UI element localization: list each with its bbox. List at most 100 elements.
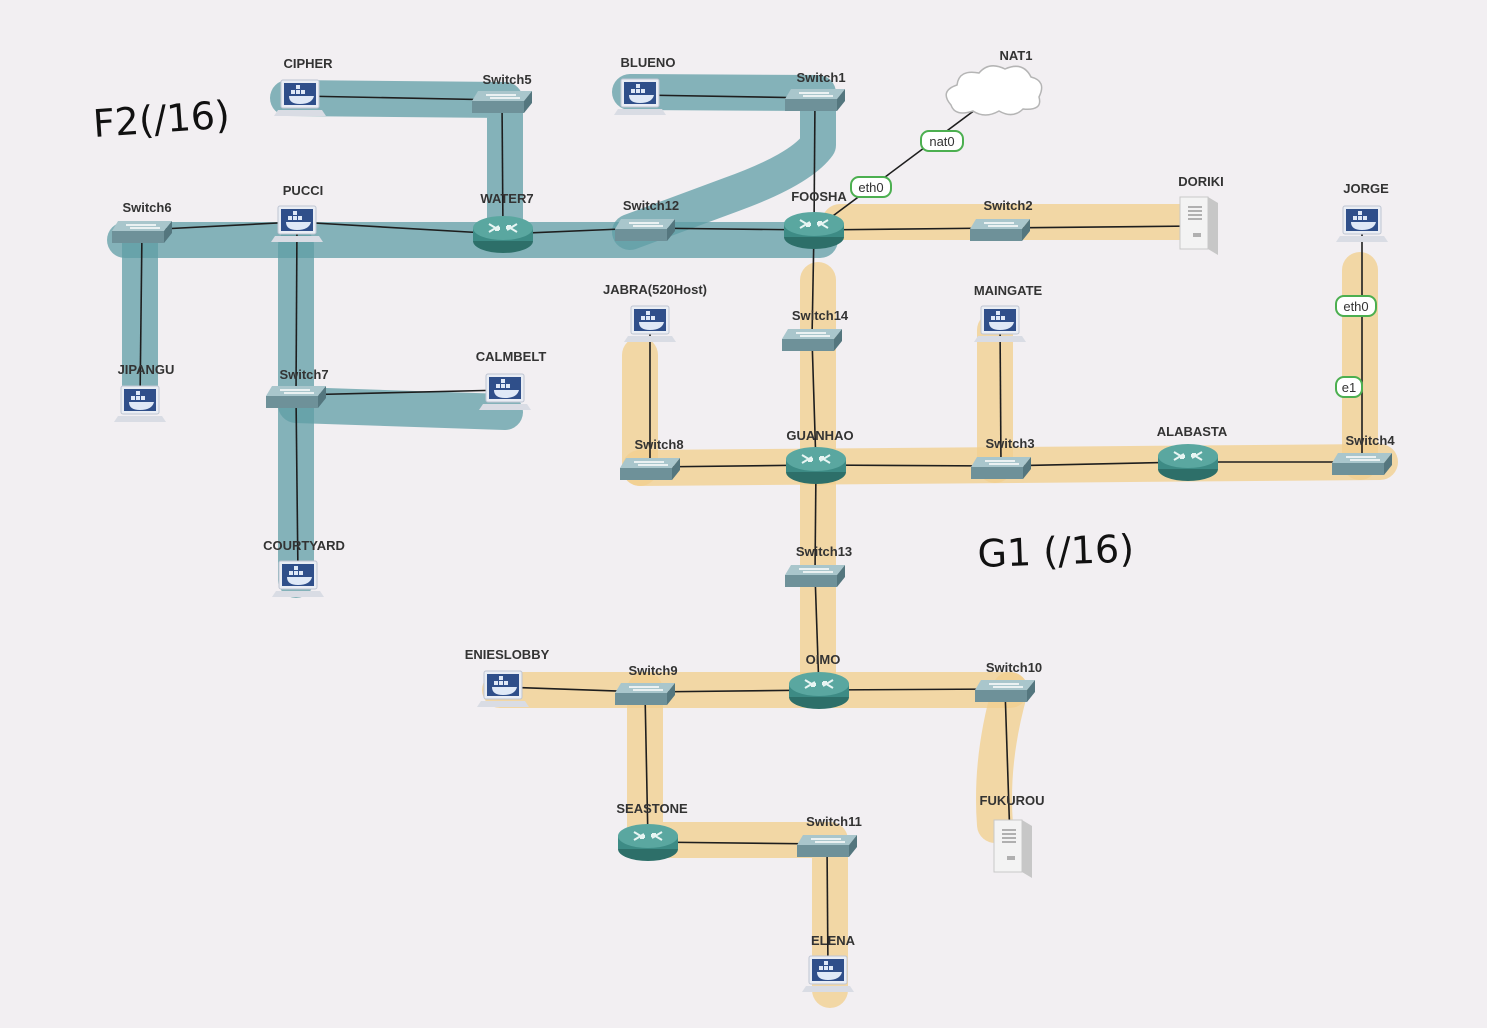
node-maingate[interactable]: MAINGATE xyxy=(973,283,1043,343)
node-label: ENIESLOBBY xyxy=(465,647,550,662)
node-oimo[interactable]: OIMO xyxy=(788,652,850,710)
link-switch9-seastone xyxy=(644,691,649,843)
link-cipher-switch5 xyxy=(299,95,503,101)
node-cipher[interactable]: CIPHER xyxy=(273,56,333,117)
svg-text:eth0: eth0 xyxy=(858,180,883,195)
node-label: JIPANGU xyxy=(118,362,175,377)
node-label: Switch14 xyxy=(792,308,849,323)
node-label: Switch1 xyxy=(796,70,845,85)
node-label: Switch13 xyxy=(796,544,852,559)
node-switch12[interactable]: Switch12 xyxy=(614,198,679,242)
link-maingate-switch3 xyxy=(999,321,1002,467)
node-label: Switch9 xyxy=(628,663,677,678)
node-label: SEASTONE xyxy=(616,801,688,816)
node-label: MAINGATE xyxy=(974,283,1043,298)
link-foosha-switch2 xyxy=(813,227,1001,231)
node-label: Switch11 xyxy=(806,814,862,829)
node-label: Switch3 xyxy=(985,436,1034,451)
node-switch8[interactable]: Switch8 xyxy=(619,437,684,481)
annotation-f2: F2(/16) xyxy=(92,93,232,146)
link-foosha-nat1 xyxy=(813,94,996,231)
iface-foosha-eth0: eth0 xyxy=(850,176,892,198)
node-switch14[interactable]: Switch14 xyxy=(781,308,849,352)
node-blueno[interactable]: BLUENO xyxy=(613,55,676,116)
node-label: DORIKI xyxy=(1178,174,1224,189)
iface-jorge-eth0: eth0 xyxy=(1335,295,1377,317)
node-label: Switch5 xyxy=(482,72,531,87)
node-label: Switch2 xyxy=(983,198,1032,213)
node-label: BLUENO xyxy=(621,55,676,70)
link-switch10-fukurou xyxy=(1004,688,1011,841)
node-switch13[interactable]: Switch13 xyxy=(784,544,852,588)
node-label: ELENA xyxy=(811,933,856,948)
node-label: PUCCI xyxy=(283,183,323,198)
node-foosha[interactable]: FOOSHA xyxy=(783,189,847,250)
node-label: GUANHAO xyxy=(786,428,853,443)
node-label: CIPHER xyxy=(283,56,333,71)
node-guanhao[interactable]: GUANHAO xyxy=(785,428,854,485)
node-pucci[interactable]: PUCCI xyxy=(270,183,324,243)
node-label: Switch10 xyxy=(986,660,1042,675)
node-label: NAT1 xyxy=(1000,48,1033,63)
node-jorge[interactable]: JORGE xyxy=(1335,181,1389,243)
node-fukurou[interactable]: FUKUROU xyxy=(980,793,1045,879)
node-label: FUKUROU xyxy=(980,793,1045,808)
link-switch7-calmbelt xyxy=(295,389,506,396)
link-switch1-foosha xyxy=(813,97,816,231)
node-courtyard[interactable]: COURTYARD xyxy=(263,538,345,598)
iface-switch4-e1: e1 xyxy=(1335,376,1363,398)
node-label: Switch8 xyxy=(634,437,683,452)
link-switch13-oimo xyxy=(814,573,820,691)
node-switch9[interactable]: Switch9 xyxy=(614,663,678,706)
node-jabra[interactable]: JABRA(520Host) xyxy=(603,282,707,343)
node-switch7[interactable]: Switch7 xyxy=(265,367,329,409)
link-switch11-elena xyxy=(826,843,829,973)
link-pucci-water7 xyxy=(296,221,504,235)
node-water7[interactable]: WATER7 xyxy=(472,191,534,254)
link-switch5-water7 xyxy=(501,99,504,235)
svg-text:eth0: eth0 xyxy=(1343,299,1368,314)
interface-labels: nat0 eth0 eth0 e1 xyxy=(850,130,1377,398)
link-pucci-switch7 xyxy=(295,221,298,396)
link-switch7-courtyard xyxy=(295,394,299,578)
link-switch6-jipangu xyxy=(139,229,143,403)
node-elena[interactable]: ELENA xyxy=(801,933,856,993)
f2-segment-highlight xyxy=(107,74,838,598)
node-doriki[interactable]: DORIKI xyxy=(1178,174,1224,256)
link-switch2-doriki xyxy=(999,225,1197,229)
node-jipangu[interactable]: JIPANGU xyxy=(113,362,175,423)
node-label: COURTYARD xyxy=(263,538,345,553)
link-switch14-guanhao xyxy=(811,337,817,466)
link-switch3-alabasta xyxy=(1000,461,1189,467)
svg-text:e1: e1 xyxy=(1342,380,1356,395)
link-oimo-switch10 xyxy=(818,688,1006,691)
link-blueno-switch1 xyxy=(639,94,816,99)
node-switch5[interactable]: Switch5 xyxy=(471,72,533,114)
node-label: Switch12 xyxy=(623,198,679,213)
node-label: ALABASTA xyxy=(1157,424,1228,439)
node-alabasta[interactable]: ALABASTA xyxy=(1157,424,1228,482)
node-label: WATER7 xyxy=(480,191,533,206)
nodes-layer: CIPHER Switch5 BLUENO Switch1 NAT1 Switc… xyxy=(111,48,1395,993)
node-label: JORGE xyxy=(1343,181,1389,196)
iface-nat0: nat0 xyxy=(920,130,964,152)
node-switch2[interactable]: Switch2 xyxy=(969,198,1033,242)
node-nat1[interactable]: NAT1 xyxy=(945,48,1043,116)
node-switch3[interactable]: Switch3 xyxy=(970,436,1035,480)
link-guanhao-switch3 xyxy=(815,464,1002,467)
node-calmbelt[interactable]: CALMBELT xyxy=(476,349,547,411)
svg-text:nat0: nat0 xyxy=(929,134,954,149)
node-label: JABRA(520Host) xyxy=(603,282,707,297)
node-switch6[interactable]: Switch6 xyxy=(111,200,173,244)
node-switch4[interactable]: Switch4 xyxy=(1331,433,1395,476)
node-switch1[interactable]: Switch1 xyxy=(784,70,846,112)
node-label: CALMBELT xyxy=(476,349,547,364)
node-switch11[interactable]: Switch11 xyxy=(796,814,862,858)
node-switch10[interactable]: Switch10 xyxy=(974,660,1042,703)
node-label: Switch4 xyxy=(1345,433,1395,448)
annotation-g1: G1 (/16) xyxy=(977,527,1135,576)
node-seastone[interactable]: SEASTONE xyxy=(616,801,688,862)
node-label: Switch6 xyxy=(122,200,171,215)
node-enieslobby[interactable]: ENIESLOBBY xyxy=(465,647,550,708)
